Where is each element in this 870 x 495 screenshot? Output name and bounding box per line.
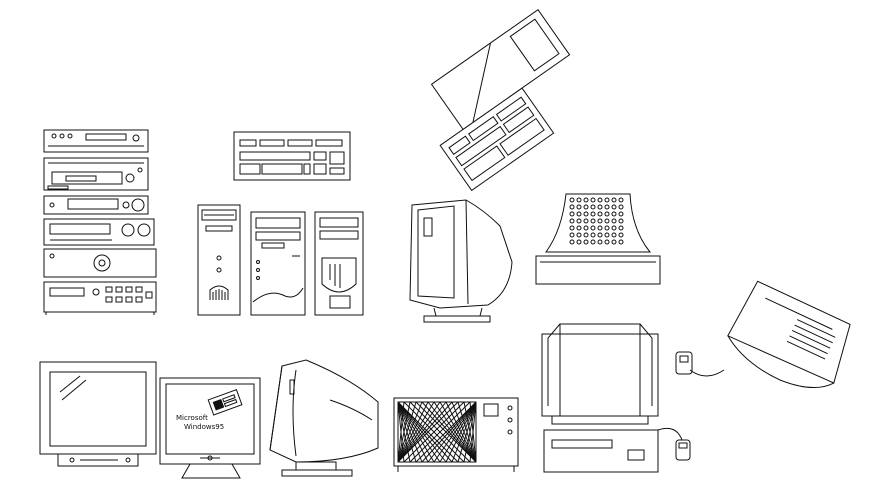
crt-monitor-side-view [410, 200, 512, 322]
cd-player-unit [44, 130, 148, 152]
perforation-hole [570, 240, 574, 244]
tower-case-1 [198, 205, 240, 315]
grille-hatch-line [434, 402, 476, 462]
perforation-hole [619, 226, 623, 230]
perforation-hole [570, 219, 574, 223]
perforation-hole [591, 226, 595, 230]
perforation-hole [619, 233, 623, 237]
perforation-hole [612, 240, 616, 244]
perforation-hole [584, 205, 588, 209]
tower-case-3 [315, 212, 363, 315]
perforation-hole [605, 233, 609, 237]
perforation-hole [598, 212, 602, 216]
grille-hatch-line [398, 402, 452, 462]
perforation-hole [570, 205, 574, 209]
grille-hatch-line [404, 402, 464, 462]
receiver-unit [44, 219, 154, 245]
grille-hatch-line [398, 402, 416, 462]
perforation-hole [619, 240, 623, 244]
audio-stack [44, 130, 156, 315]
crt-monitor-angled [270, 360, 378, 476]
perforation-hole [591, 240, 595, 244]
perforation-hole [577, 226, 581, 230]
speaker-grille-unit [394, 398, 518, 472]
perforation-hole [598, 198, 602, 202]
grille-hatch-line [398, 402, 440, 462]
grille-hatch-line [398, 402, 434, 462]
grille-hatch-line [440, 402, 476, 462]
equalizer-unit [44, 282, 156, 315]
perforation-hole [584, 219, 588, 223]
perforation-hole [591, 233, 595, 237]
perforation-hole [584, 198, 588, 202]
perforation-hole [619, 198, 623, 202]
perforation-hole [598, 226, 602, 230]
grille-hatch-line [428, 402, 476, 462]
keyboard-plan [234, 132, 350, 180]
perforation-hole [570, 198, 574, 202]
perforation-hole [605, 198, 609, 202]
perforation-hole [605, 226, 609, 230]
perforation-hole [584, 233, 588, 237]
perforation-hole [605, 240, 609, 244]
perforation-hole [591, 212, 595, 216]
perforation-hole [577, 212, 581, 216]
perforation-hole [605, 219, 609, 223]
perforation-hole [591, 205, 595, 209]
rotated-laptop-keyboard [409, 10, 602, 191]
perforation-hole [619, 219, 623, 223]
amplifier-unit [44, 249, 156, 277]
tilted-monitor-right [720, 280, 859, 402]
grille-hatch-line [398, 402, 446, 462]
windows95-monitor: Microsoft Windows95 [160, 378, 260, 478]
perforation-hole [605, 205, 609, 209]
tower-case-2 [251, 212, 305, 315]
perforation-hole [605, 212, 609, 216]
mouse-with-cable [676, 352, 724, 376]
monitor-back-perforated [536, 194, 660, 284]
screen-caption-microsoft: Microsoft [176, 414, 208, 422]
grille-hatch-line [398, 402, 428, 462]
tuner-unit [44, 196, 148, 214]
perforation-hole [612, 198, 616, 202]
perforation-hole [591, 198, 595, 202]
perforation-hole [577, 219, 581, 223]
grille-hatch-line [464, 402, 476, 462]
perforation-hole [619, 212, 623, 216]
grille-hatch-line [470, 402, 476, 462]
tape-deck-unit [44, 158, 148, 190]
grille-hatch-line [398, 402, 422, 462]
grille-hatch-line [398, 402, 458, 462]
perforation-hole [598, 219, 602, 223]
perforation-hole [584, 226, 588, 230]
perforation-hole [570, 226, 574, 230]
grille-hatch-line [410, 402, 470, 462]
perforation-hole [570, 233, 574, 237]
perforation-hole [619, 205, 623, 209]
perforation-hole [612, 205, 616, 209]
perforation-hole [598, 205, 602, 209]
perforation-hole [612, 219, 616, 223]
grille-hatch-line [458, 402, 476, 462]
screen-caption-windows95: Windows95 [184, 423, 224, 431]
perforation-hole [577, 205, 581, 209]
perforation-hole [577, 198, 581, 202]
perforation-hole [612, 233, 616, 237]
perforation-hole [598, 233, 602, 237]
grille-hatch-line [452, 402, 476, 462]
flat-monitor-front [40, 362, 156, 466]
perforation-hole [598, 240, 602, 244]
perforation-hole [612, 226, 616, 230]
grille-hatch-line [422, 402, 476, 462]
perforation-hole [612, 212, 616, 216]
perforation-hole [584, 212, 588, 216]
perforation-hole [591, 219, 595, 223]
perforation-hole [584, 240, 588, 244]
desktop-pc-with-monitor [542, 324, 690, 472]
perforation-hole [577, 240, 581, 244]
perforation-hole [577, 233, 581, 237]
perforation-hole [570, 212, 574, 216]
